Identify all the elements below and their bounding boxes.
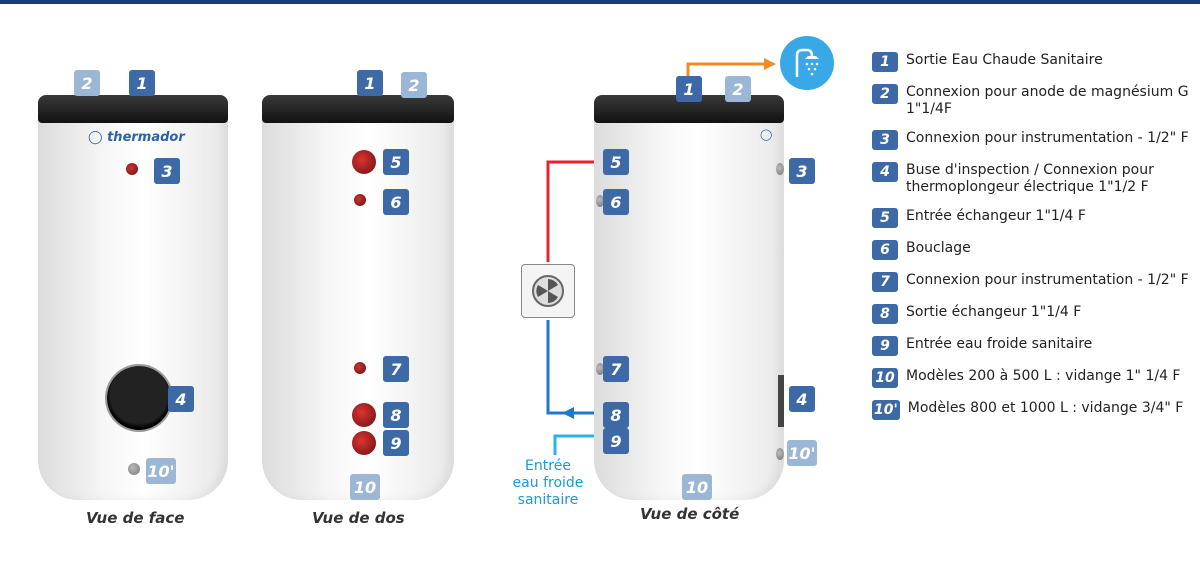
badge-2-side: 2 — [725, 76, 751, 102]
legend-text: Connexion pour instrumentation - 1/2" F — [906, 272, 1189, 288]
badge-1-side: 1 — [676, 76, 702, 102]
heat-pump-unit — [521, 264, 575, 318]
port-6-side — [596, 195, 604, 207]
badge-8-back: 8 — [383, 402, 409, 428]
badge-6-back: 6 — [383, 189, 409, 215]
inspection-port — [107, 366, 171, 430]
port-10p — [128, 463, 140, 475]
flange-4-side — [778, 375, 784, 427]
legend-text: Connexion pour anode de magnésium G 1"1/… — [906, 84, 1189, 117]
legend-item-2: 2 Connexion pour anode de magnésium G 1"1… — [872, 84, 1192, 118]
legend-num: 5 — [872, 208, 898, 228]
legend-text: Modèles 200 à 500 L : vidange 1" 1/4 F — [906, 368, 1181, 384]
badge-1: 1 — [129, 70, 155, 96]
badge-6-side: 6 — [603, 189, 629, 215]
legend-text: Entrée eau froide sanitaire — [906, 336, 1093, 352]
port-3 — [126, 163, 138, 175]
view-label-side: Vue de côté — [640, 505, 740, 523]
badge-3: 3 — [154, 158, 180, 184]
legend-item-1: 1 Sortie Eau Chaude Sanitaire — [872, 52, 1192, 72]
view-label-back: Vue de dos — [312, 509, 405, 527]
legend-num: 10 — [872, 368, 898, 388]
shower-outlet — [780, 36, 834, 90]
legend-num: 1 — [872, 52, 898, 72]
arrow-return — [562, 407, 574, 419]
badge-2-back: 2 — [401, 72, 427, 98]
top-rule — [0, 0, 1200, 4]
pipe-return — [546, 320, 598, 415]
brand-logo: ◯ thermador — [88, 130, 185, 145]
badge-10-side: 10 — [682, 474, 712, 500]
heat-pump-icon — [532, 275, 564, 307]
badge-4-side: 4 — [789, 386, 815, 412]
port-9-back — [352, 431, 376, 455]
legend-text: Entrée échangeur 1"1/4 F — [906, 208, 1086, 224]
port-6-back — [354, 194, 366, 206]
legend-text: Sortie échangeur 1"1/4 F — [906, 304, 1082, 320]
badge-2: 2 — [74, 70, 100, 96]
legend-item-9: 9 Entrée eau froide sanitaire — [872, 336, 1192, 356]
legend-num: 10' — [872, 400, 900, 420]
port-7-side — [596, 363, 604, 375]
legend-item-6: 6 Bouclage — [872, 240, 1192, 260]
logo-mark-icon: ◯ — [88, 130, 103, 145]
tank-front-cap — [38, 95, 228, 123]
diagram-area: ◯ thermador 2 1 3 4 10' Vue de face 1 2 … — [38, 36, 834, 527]
legend-item-7: 7 Connexion pour instrumentation - 1/2" F — [872, 272, 1192, 292]
pipe-hot-supply — [546, 160, 598, 262]
brand-logo-side: ◯ — [760, 128, 773, 141]
legend-item-3: 3 Connexion pour instrumentation - 1/2" F — [872, 130, 1192, 150]
port-7-back — [354, 362, 366, 374]
badge-5-side: 5 — [603, 149, 629, 175]
legend-text: Sortie Eau Chaude Sanitaire — [906, 52, 1103, 68]
legend-num: 6 — [872, 240, 898, 260]
legend-item-5: 5 Entrée échangeur 1"1/4 F — [872, 208, 1192, 228]
badge-7-back: 7 — [383, 356, 409, 382]
legend-text: Buse d'inspection / Connexion pour therm… — [906, 162, 1154, 195]
legend-item-4: 4 Buse d'inspection / Connexion pour ther… — [872, 162, 1192, 196]
badge-5-back: 5 — [383, 149, 409, 175]
legend-item-8: 8 Sortie échangeur 1"1/4 F — [872, 304, 1192, 324]
cold-inlet-label: Entrée eau froide sanitaire — [512, 458, 584, 508]
legend-text: Modèles 800 et 1000 L : vidange 3/4" F — [907, 400, 1184, 416]
legend-num: 4 — [872, 162, 898, 182]
shower-icon — [795, 48, 819, 77]
badge-10-back: 10 — [350, 474, 380, 500]
badge-1-back: 1 — [357, 70, 383, 96]
port-8-back — [352, 403, 376, 427]
port-10p-side — [776, 448, 784, 460]
legend-num: 8 — [872, 304, 898, 324]
port-3-side — [776, 163, 784, 175]
badge-3-side: 3 — [789, 158, 815, 184]
badge-10p-side: 10' — [787, 440, 817, 466]
badge-10p: 10' — [146, 458, 176, 484]
legend-num: 9 — [872, 336, 898, 356]
badge-4: 4 — [168, 386, 194, 412]
view-label-front: Vue de face — [86, 509, 185, 527]
legend-item-10: 10 Modèles 200 à 500 L : vidange 1" 1/4 F — [872, 368, 1192, 388]
tank-back-cap — [262, 95, 454, 123]
badge-7-side: 7 — [603, 356, 629, 382]
legend-item-10p: 10' Modèles 800 et 1000 L : vidange 3/4" … — [872, 400, 1192, 420]
legend-num: 2 — [872, 84, 898, 104]
badge-9-side: 9 — [603, 428, 629, 454]
legend-text: Bouclage — [906, 240, 971, 256]
arrow-outlet — [764, 58, 776, 70]
legend-text: Connexion pour instrumentation - 1/2" F — [906, 130, 1189, 146]
badge-9-back: 9 — [383, 430, 409, 456]
pipe-cold — [553, 434, 598, 455]
legend-num: 7 — [872, 272, 898, 292]
badge-8-side: 8 — [603, 402, 629, 428]
legend-num: 3 — [872, 130, 898, 150]
port-5-back — [352, 150, 376, 174]
